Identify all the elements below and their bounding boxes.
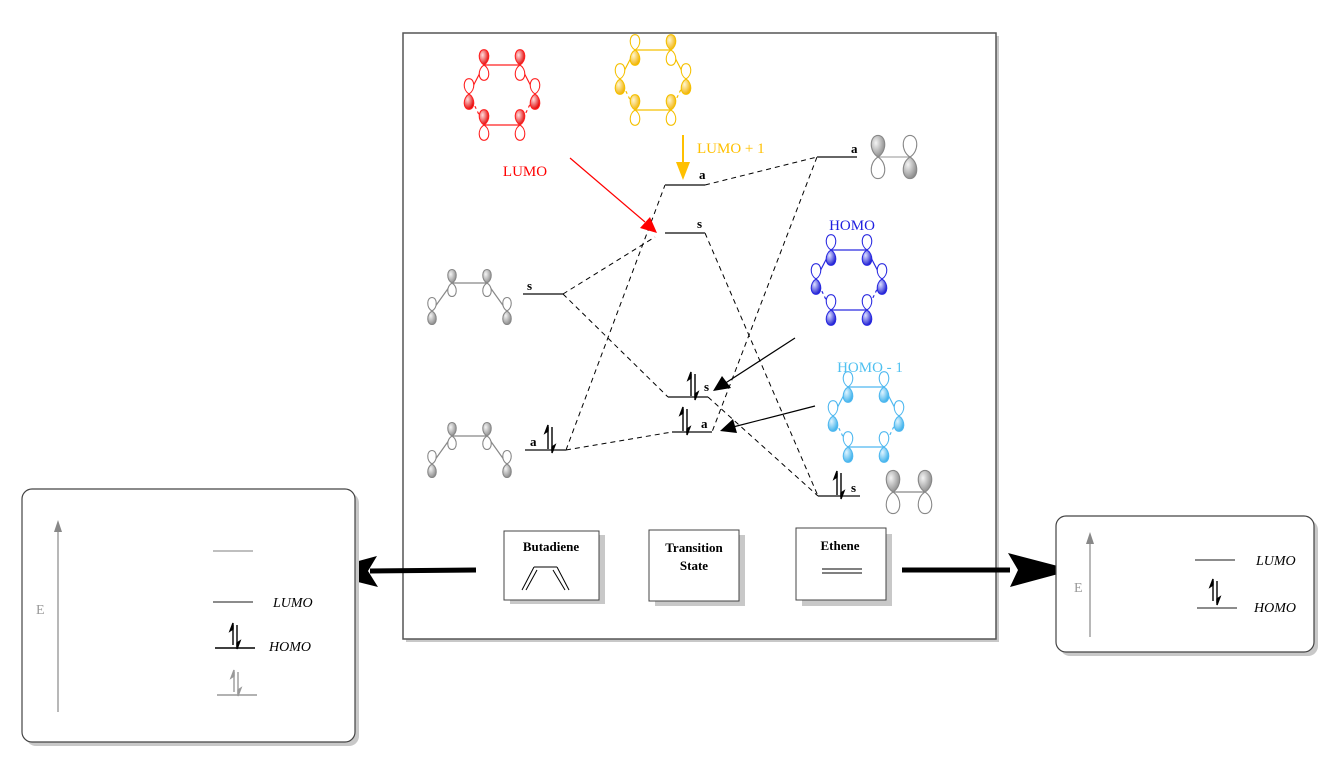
p-orbital-icon <box>463 78 475 110</box>
energy-levels <box>523 156 860 497</box>
p-orbital-icon <box>917 469 933 515</box>
correlation-line <box>562 236 656 295</box>
electron-pair-icon <box>228 622 242 650</box>
correlation-line <box>707 396 819 497</box>
electron-pair-icon <box>229 669 243 697</box>
butadiene-psi2-orbital <box>427 421 512 479</box>
ethene-box: Ethene <box>795 527 892 606</box>
p-orbital-icon <box>629 94 641 126</box>
correlation-line <box>562 293 669 398</box>
label-ts-a-upper: a <box>699 167 706 182</box>
label-ethene-a: a <box>851 141 858 156</box>
p-orbital-icon <box>665 94 677 126</box>
p-orbital-icon <box>447 268 457 298</box>
p-orbital-icon <box>680 63 692 95</box>
ethene-pi-orbital <box>885 469 933 515</box>
energy-axis-arrow-left <box>54 520 62 712</box>
p-orbital-icon <box>902 134 918 180</box>
p-orbital-icon <box>825 294 837 326</box>
p-orbital-icon <box>665 34 677 66</box>
p-orbital-icon <box>842 371 854 403</box>
label-lumo-plus-1: LUMO + 1 <box>697 141 765 157</box>
homo-orbital-ring <box>810 234 888 326</box>
label-ethene-s: s <box>851 480 856 495</box>
butadiene-mo-panel: E LUMO HOMO <box>21 488 359 746</box>
p-orbital-icon <box>427 296 437 326</box>
p-orbital-icon <box>478 109 490 141</box>
p-orbital-icon <box>842 431 854 463</box>
left-lumo-label: LUMO <box>272 596 313 611</box>
p-orbital-icon <box>447 421 457 451</box>
right-callout-arrow <box>902 553 1073 587</box>
correlation-line <box>704 156 818 186</box>
label-ts-s-upper: s <box>697 216 702 231</box>
electron-pair-icon <box>1208 578 1222 606</box>
electron-pair-icon <box>678 406 692 436</box>
label-ts-s-lower: s <box>704 379 709 394</box>
p-orbital-icon <box>502 296 512 326</box>
butadiene-box: Butadiene <box>503 530 605 604</box>
right-lumo-label: LUMO <box>1255 554 1296 569</box>
electron-pairs <box>543 371 846 500</box>
energy-axis-label: E <box>36 603 45 618</box>
p-orbital-icon <box>878 371 890 403</box>
p-orbital-icon <box>893 400 905 432</box>
left-homo-label: HOMO <box>268 640 311 655</box>
p-orbital-icon <box>885 469 901 515</box>
butadiene-label: Butadiene <box>523 539 580 554</box>
label-ts-a-lower: a <box>701 416 708 431</box>
p-orbital-icon <box>427 449 437 479</box>
p-orbital-icon <box>502 449 512 479</box>
p-orbital-icon <box>861 234 873 266</box>
transition-state-box: Transition State <box>648 529 745 606</box>
ethene-label: Ethene <box>821 538 860 553</box>
energy-axis-arrow-right <box>1086 532 1094 637</box>
p-orbital-icon <box>482 421 492 451</box>
p-orbital-icon <box>878 431 890 463</box>
p-orbital-icon <box>870 134 886 180</box>
label-homo: HOMO <box>829 218 875 234</box>
correlation-line <box>704 232 819 497</box>
p-orbital-icon <box>629 34 641 66</box>
transition-state-label-line2: State <box>680 558 708 573</box>
p-orbital-icon <box>825 234 837 266</box>
transition-state-label-line1: Transition <box>665 540 723 555</box>
lumo-plus-1-orbital-ring <box>614 34 692 126</box>
electron-pair-icon <box>543 424 557 454</box>
lumo-orbital-ring <box>463 49 541 141</box>
label-lumo: LUMO <box>503 164 547 180</box>
homo-minus-1-pointer-arrow <box>720 405 816 433</box>
p-orbital-icon <box>827 400 839 432</box>
p-orbital-icon <box>876 263 888 295</box>
p-orbital-icon <box>529 78 541 110</box>
p-orbital-icon <box>514 49 526 81</box>
electron-pair-icon <box>686 371 700 401</box>
p-orbital-icon <box>478 49 490 81</box>
p-orbital-icon <box>482 268 492 298</box>
butadiene-psi3-orbital <box>427 268 512 326</box>
lumo-plus-1-pointer-arrow <box>676 135 690 180</box>
right-homo-label: HOMO <box>1253 601 1296 616</box>
p-orbital-icon <box>514 109 526 141</box>
p-orbital-icon <box>614 63 626 95</box>
p-orbital-icon <box>861 294 873 326</box>
label-butadiene-s: s <box>527 278 532 293</box>
energy-axis-label: E <box>1074 581 1083 596</box>
homo-pointer-arrow <box>713 337 796 391</box>
electron-pair-icon <box>832 470 846 500</box>
ethene-pi-star-orbital <box>870 134 918 180</box>
label-butadiene-a: a <box>530 434 537 449</box>
p-orbital-icon <box>810 263 822 295</box>
lumo-pointer-arrow <box>569 157 657 233</box>
homo-minus-1-orbital-ring <box>827 371 905 463</box>
ethene-structure-icon <box>822 568 862 574</box>
ethene-mo-panel: E LUMO HOMO <box>1055 515 1318 656</box>
butadiene-structure-icon <box>521 566 570 591</box>
